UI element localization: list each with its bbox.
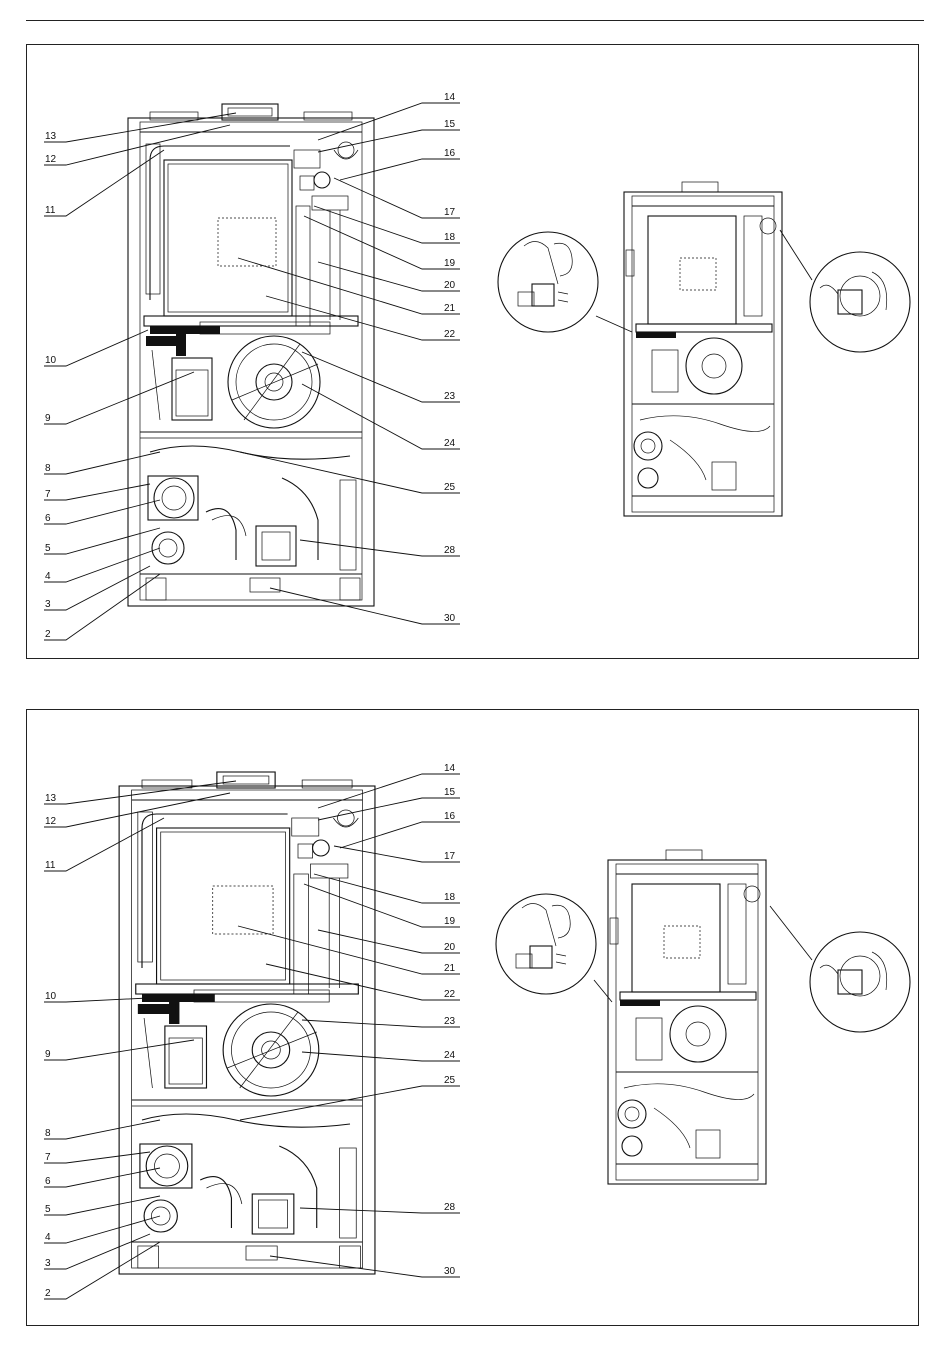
bottom-leader-line-24 [302,1052,460,1061]
top-callout-2: 2 [45,629,51,640]
top-leader-line-15 [318,130,460,152]
bottom-callout-4: 4 [45,1232,51,1243]
bottom-callout-14: 14 [444,763,456,774]
top-callout-19: 19 [444,258,456,269]
top-leader-line-20 [318,262,460,291]
top-leader-line-16 [340,159,460,180]
top-callout-30: 30 [444,613,456,624]
bottom-callout-9: 9 [45,1049,51,1060]
bottom-callout-5: 5 [45,1204,51,1215]
top-leader-line-24 [302,384,460,449]
bottom-callout-2: 2 [45,1288,51,1299]
boiler-side-view-bottom [496,850,910,1184]
bottom-leader-line-10 [44,998,148,1002]
bottom-leader-line-6 [44,1168,160,1187]
top-leader-line-18 [314,206,460,243]
bottom-leader-line-2 [44,1242,160,1299]
top-leader-line-5 [44,528,160,554]
bottom-callout-21: 21 [444,963,456,974]
top-callout-7: 7 [45,489,51,500]
top-callout-15: 15 [444,119,456,130]
bottom-callout-13: 13 [45,793,57,804]
top-leader-line-14 [318,103,460,140]
bottom-callout-15: 15 [444,787,456,798]
top-callout-11: 11 [45,205,56,216]
top-callout-5: 5 [45,543,51,554]
top-callout-23: 23 [444,391,456,402]
bottom-callout-30: 30 [444,1266,456,1277]
top-callout-12: 12 [45,154,57,165]
bottom-leader-line-4 [44,1216,160,1243]
top-callout-16: 16 [444,148,456,159]
bottom-leader-line-22 [266,964,460,1000]
top-callout-4: 4 [45,571,51,582]
top-leader-line-22 [266,296,460,340]
bottom-callout-22: 22 [444,989,456,1000]
top-callout-9: 9 [45,413,51,424]
bottom-callout-25: 25 [444,1075,456,1086]
bottom-callout-17: 17 [444,851,456,862]
bottom-callout-3: 3 [45,1258,51,1269]
bottom-leader-line-17 [334,846,460,862]
bottom-leader-line-21 [238,926,460,974]
top-callout-18: 18 [444,232,456,243]
top-callout-28: 28 [444,545,456,556]
top-leader-line-4 [44,548,160,582]
top-callout-17: 17 [444,207,456,218]
top-callout-8: 8 [45,463,51,474]
top-callout-6: 6 [45,513,51,524]
bottom-leader-line-7 [44,1152,150,1163]
bottom-leader-line-28 [300,1208,460,1213]
bottom-callout-19: 19 [444,916,456,927]
top-leader-line-10 [44,330,148,366]
bottom-leader-line-25 [240,1086,460,1120]
top-callout-20: 20 [444,280,456,291]
top-leader-line-2 [44,574,160,640]
bottom-callout-12: 12 [45,816,57,827]
bottom-callout-7: 7 [45,1152,51,1163]
boiler-front-view-bottom [119,772,375,1274]
top-leader-line-7 [44,484,150,500]
bottom-leader-line-16 [340,822,460,848]
top-callout-3: 3 [45,599,51,610]
top-callout-24: 24 [444,438,456,449]
top-callout-10: 10 [45,355,57,366]
bottom-leader-line-3 [44,1234,150,1269]
top-leader-line-12 [44,125,230,165]
top-leader-line-6 [44,500,160,524]
bottom-leader-line-12 [44,793,230,827]
bottom-callout-10: 10 [45,991,57,1002]
top-callout-21: 21 [444,303,456,314]
bottom-callout-23: 23 [444,1016,456,1027]
top-leader-line-28 [300,540,460,556]
top-leader-line-17 [334,178,460,218]
top-leader-line-23 [302,352,460,402]
top-leader-line-19 [304,216,460,269]
top-callout-14: 14 [444,92,456,103]
bottom-callout-8: 8 [45,1128,51,1139]
bottom-leader-line-23 [302,1020,460,1027]
top-callout-25: 25 [444,482,456,493]
bottom-leader-line-11 [44,818,164,871]
bottom-callout-28: 28 [444,1202,456,1213]
top-callout-13: 13 [45,131,57,142]
bottom-leader-line-14 [318,774,460,808]
callout-labels-top: 13 12 11 10 9 8 7 6 5 4 3 2 14 15 16 17 18 19 20 21 22 23 24 25… [44,92,460,640]
bottom-leader-line-8 [44,1120,160,1139]
bottom-callout-6: 6 [45,1176,51,1187]
top-leader-line-21 [238,258,460,314]
bottom-leader-line-19 [304,884,460,927]
top-callout-22: 22 [444,329,456,340]
bottom-callout-20: 20 [444,942,456,953]
bottom-callout-18: 18 [444,892,456,903]
bottom-callout-24: 24 [444,1050,456,1061]
bottom-leader-line-5 [44,1196,160,1215]
bottom-callout-16: 16 [444,811,456,822]
top-leader-line-8 [44,452,160,474]
bottom-callout-11: 11 [45,860,56,871]
boiler-side-view-top [498,182,910,516]
top-leader-line-3 [44,566,150,610]
